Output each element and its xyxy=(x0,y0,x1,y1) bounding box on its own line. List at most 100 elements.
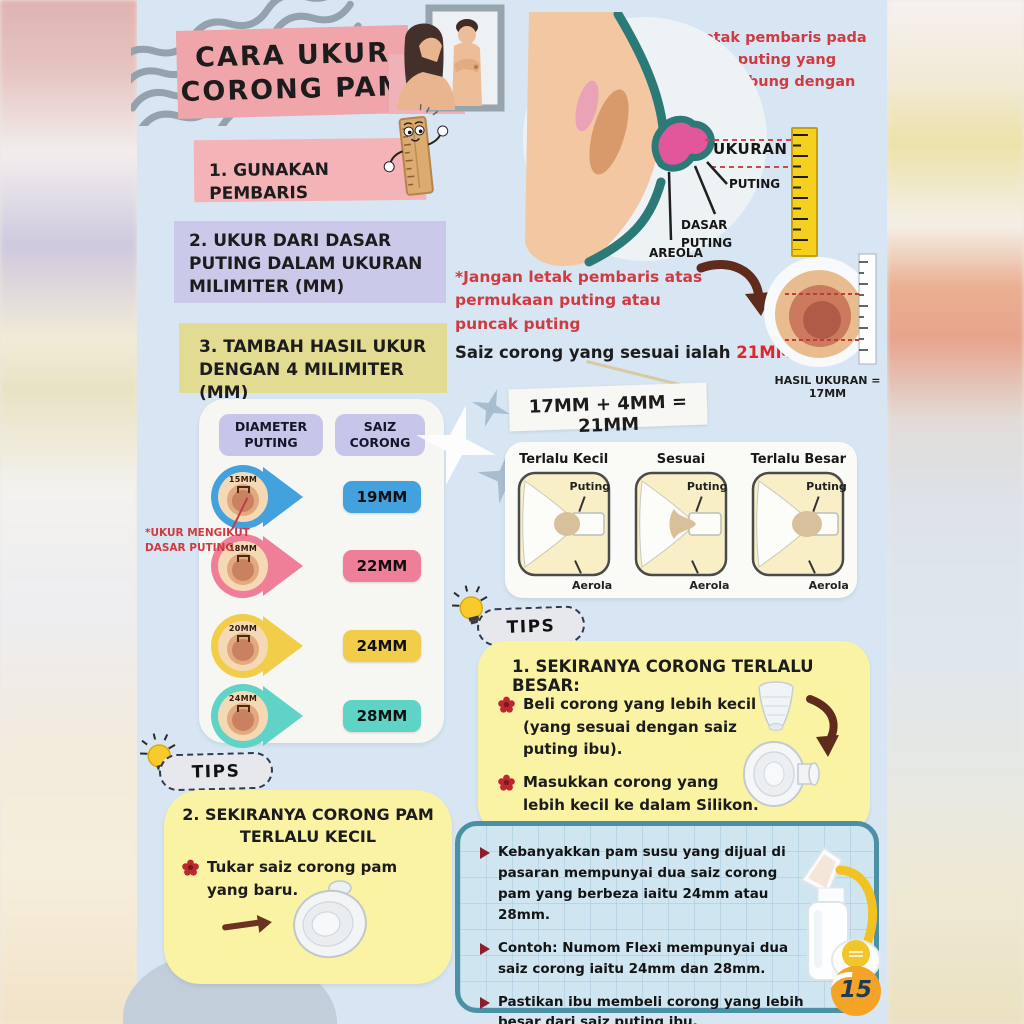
table-row: 18MM 22MM xyxy=(211,530,433,602)
tips-badge: TIPS xyxy=(158,751,274,792)
label-dasar-line2: PUTING xyxy=(681,236,733,250)
step-2-label: 2. UKUR DARI DASAR PUTING DALAM UKURAN M… xyxy=(189,231,423,297)
tips-left-bullet-1: Tukar saiz corong pam yang baru. xyxy=(182,856,434,901)
fit-cell-too-small: Terlalu Kecil Puting Aerola xyxy=(505,442,622,598)
nipple-shade xyxy=(232,709,254,731)
lightbulb-icon xyxy=(452,585,488,625)
bullet-text: Masukkan corong yang lebih kecil ke dala… xyxy=(523,773,759,814)
saiz-badge: 28MM xyxy=(343,700,421,732)
step-3-label: 3. TAMBAH HASIL UKUR DENGAN 4 MILIMITER … xyxy=(199,337,427,403)
diameter-value: 20MM xyxy=(228,624,258,633)
formula-text: 17MM + 4MM = 21MM xyxy=(528,391,688,438)
info-bullet-1: Kebanyakkan pam susu yang dijual di pasa… xyxy=(480,842,874,926)
fit-label-puting: Puting xyxy=(569,480,611,493)
fit-comparison-card: Terlalu Kecil Puting Aerola Sesuai xyxy=(505,442,857,598)
bracket-mark xyxy=(237,486,250,493)
table-row: 24MM 28MM xyxy=(211,680,433,752)
fit-cell-too-big: Terlalu Besar Puting Aerola xyxy=(740,442,857,598)
tips-right-heading: 1. SEKIRANYA CORONG TERLALU BESAR: xyxy=(512,657,814,695)
bullet-text: Pastikan ibu membeli corong yang lebih b… xyxy=(498,993,804,1024)
saiz-badge: 22MM xyxy=(343,550,421,582)
heading-line-1: 2. SEKIRANYA CORONG PAM xyxy=(182,805,434,824)
bullet-text: Beli corong yang lebih kecil (yang sesua… xyxy=(523,695,757,758)
bullet-text: Contoh: Numom Flexi mempunyai dua saiz c… xyxy=(498,939,789,977)
step-1-label: 1. GUNAKAN PEMBARIS xyxy=(208,159,330,204)
saiz-badge: 24MM xyxy=(343,630,421,662)
silicone-insert-illustration xyxy=(758,681,794,731)
flange-fit-diagram xyxy=(752,471,845,577)
fit-title: Terlalu Kecil xyxy=(519,452,609,467)
saiz-badge: 19MM xyxy=(343,481,421,513)
info-bullet-2: Contoh: Numom Flexi mempunyai dua saiz c… xyxy=(480,938,874,980)
tips-box-flange-too-small: 2. SEKIRANYA CORONG PAM TERLALU KECIL Tu… xyxy=(164,790,452,984)
label-ukuran: UKURAN xyxy=(713,140,788,158)
result-caption: HASIL UKURAN = 17MM xyxy=(774,374,881,400)
heading-line-2: TERLALU KECIL xyxy=(239,827,377,847)
info-box: Kebanyakkan pam susu yang dijual di pasa… xyxy=(455,821,881,1024)
flange-fit-diagram xyxy=(634,471,728,577)
fit-title: Sesuai xyxy=(656,452,706,467)
straight-arrow-head xyxy=(256,913,274,933)
fit-label-aerola: Aerola xyxy=(689,579,730,592)
bracket-mark xyxy=(237,705,250,712)
blurred-right-margin xyxy=(887,0,1024,1024)
flower-bullet-icon xyxy=(498,774,515,791)
saiz-header-label: SAIZ CORONG xyxy=(349,419,411,450)
info-bullet-3: Pastikan ibu membeli corong yang lebih b… xyxy=(480,992,874,1024)
breast-diagram xyxy=(523,12,791,267)
size-table-card: DIAMETER PUTING SAIZ CORONG 15MM 19MM xyxy=(199,399,444,748)
table-row: 20MM 24MM xyxy=(211,610,433,682)
label-puting: PUTING xyxy=(729,177,781,191)
column-header-saiz: SAIZ CORONG xyxy=(335,414,425,456)
triangle-bullet-icon xyxy=(480,996,490,1009)
fit-label-aerola: Aerola xyxy=(572,579,613,592)
label-dasar-puting: DASAR PUTING xyxy=(681,216,732,252)
table-row: 15MM 19MM xyxy=(211,461,433,533)
silicone-flange-illustration xyxy=(293,880,367,959)
tips-box-flange-too-big: 1. SEKIRANYA CORONG TERLALU BESAR: Beli … xyxy=(478,641,870,833)
fit-label-puting: Puting xyxy=(806,480,847,493)
tips-badge-label: TIPS xyxy=(191,761,241,783)
yellow-ruler xyxy=(791,127,818,257)
flange-illustration xyxy=(743,741,820,807)
straight-arrow-icon xyxy=(221,919,263,931)
page-number: 15 xyxy=(839,977,872,1003)
diameter-value: 18MM xyxy=(228,544,258,553)
fit-title: Terlalu Besar xyxy=(750,452,847,467)
flange-fit-diagram xyxy=(517,471,610,577)
breast-pump-illustration xyxy=(800,846,881,981)
bullet-text: Kebanyakkan pam susu yang dijual di pasa… xyxy=(498,844,786,923)
label-dasar-line1: DASAR xyxy=(681,218,728,232)
bullet-text: Tukar saiz corong pam yang baru. xyxy=(207,858,398,899)
flower-bullet-icon xyxy=(498,696,515,713)
flower-bullet-icon xyxy=(182,859,199,876)
tips-left-heading: 2. SEKIRANYA CORONG PAM TERLALU KECIL xyxy=(164,804,452,849)
areola-ruler-illustration xyxy=(764,253,877,367)
diameter-value: 24MM xyxy=(228,694,258,703)
tips-right-bullet-1: Beli corong yang lebih kecil (yang sesua… xyxy=(498,693,760,761)
ruler-warning-note: *Jangan letak pembaris atas permukaan pu… xyxy=(455,268,703,333)
diameter-header-label: DIAMETER PUTING xyxy=(234,419,308,450)
triangle-bullet-icon xyxy=(480,942,490,955)
curved-arrow-icon xyxy=(806,695,839,757)
nipple-shade xyxy=(232,490,254,512)
formula-strip: 17MM + 4MM = 21MM xyxy=(508,382,708,437)
blurred-left-margin xyxy=(0,0,137,1024)
bracket-mark xyxy=(237,635,250,642)
ruler-mascot-icon xyxy=(383,104,449,196)
fit-cell-suitable: Sesuai Puting Aerola xyxy=(622,442,739,598)
nipple-shade xyxy=(232,639,254,661)
fit-label-puting: Puting xyxy=(686,480,728,493)
title-line-1: CARA UKUR xyxy=(194,37,391,74)
step-2-box: 2. UKUR DARI DASAR PUTING DALAM UKURAN M… xyxy=(174,221,446,303)
diameter-value: 15MM xyxy=(228,475,258,484)
bracket-mark xyxy=(237,555,250,562)
tips-badge-label: TIPS xyxy=(506,616,556,638)
tips-right-bullet-2: Masukkan corong yang lebih kecil ke dala… xyxy=(498,771,764,816)
step-3-box: 3. TAMBAH HASIL UKUR DENGAN 4 MILIMITER … xyxy=(179,323,447,403)
label-areola: AREOLA xyxy=(649,246,703,260)
mirror-illustration xyxy=(389,4,505,114)
fit-label-aerola: Aerola xyxy=(808,579,849,592)
suitable-prefix: Saiz corong yang sesuai ialah xyxy=(455,343,737,362)
